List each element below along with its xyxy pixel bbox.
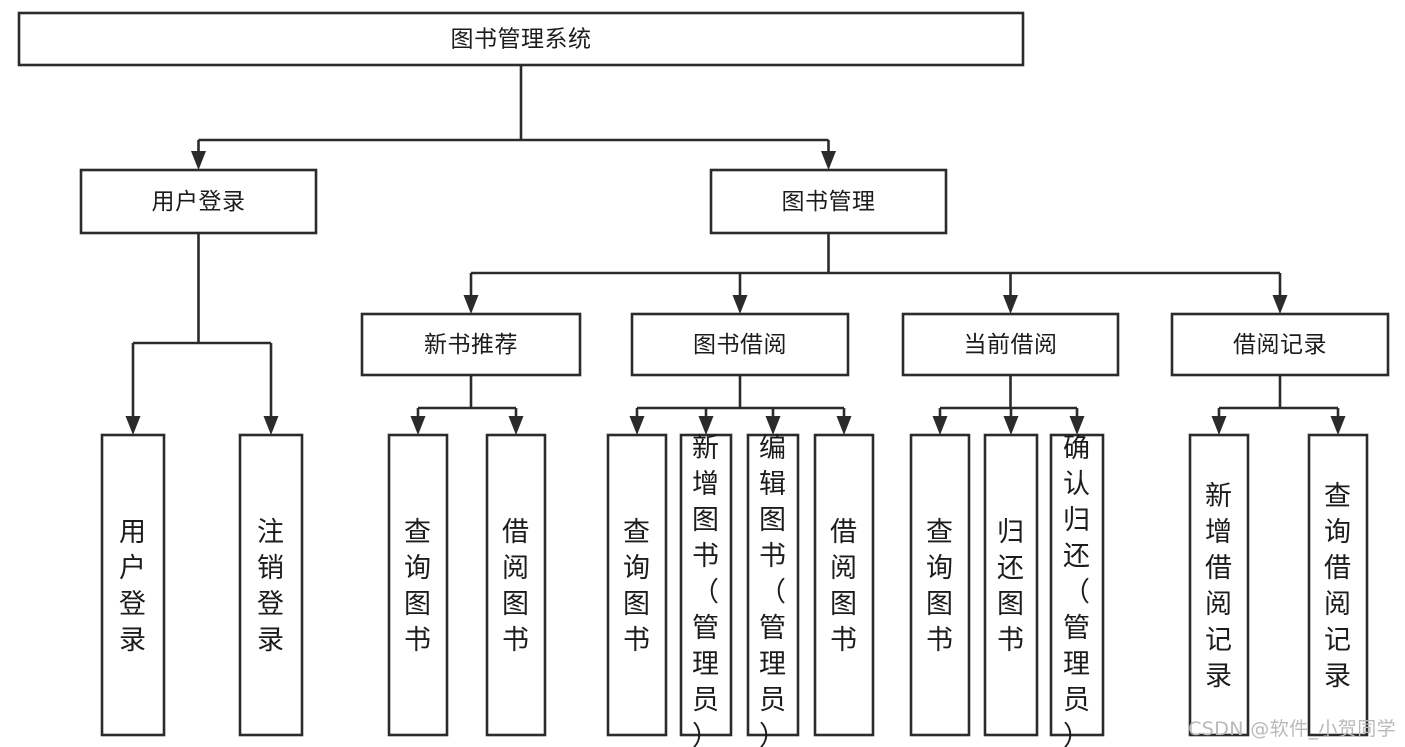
node-leaf-8-label: 查询图书	[926, 517, 954, 656]
node-l3-1-rect[interactable]	[630, 312, 850, 377]
node-l3-3[interactable]: 借阅记录	[1170, 312, 1390, 377]
node-leaf-11[interactable]: 新增借阅记录	[1188, 433, 1250, 737]
conn-login-leaf-1-arrowhead	[263, 416, 279, 435]
conn-l3-3-leaf-1-arrowhead	[1330, 416, 1346, 435]
conn-books-child-2-arrowhead	[1003, 295, 1018, 314]
node-leaf-5-label: 新增图书（管理员）	[692, 433, 720, 747]
node-leaf-6[interactable]: 编辑图书（管理员）	[746, 433, 800, 747]
node-leaf-7-rect[interactable]	[813, 433, 875, 737]
conn-books-child-1-arrowhead	[732, 295, 748, 314]
conn-l3-2-leaf-0-arrowhead	[932, 416, 948, 435]
node-leaf-9[interactable]: 归还图书	[983, 433, 1039, 737]
node-l2-1-rect[interactable]	[709, 168, 948, 235]
node-leaf-12-rect[interactable]	[1307, 433, 1369, 737]
connector-layer	[125, 65, 1346, 435]
node-leaf-11-label: 新增借阅记录	[1205, 481, 1233, 692]
node-leaf-10-rect[interactable]	[1049, 433, 1105, 737]
node-leaf-5[interactable]: 新增图书（管理员）	[679, 433, 733, 747]
node-leaf-6-rect[interactable]	[746, 433, 800, 737]
conn-l3-1-leaf-0-arrowhead	[629, 416, 645, 435]
node-leaf-1-label: 注销登录	[257, 517, 285, 656]
node-l3-0[interactable]: 新书推荐	[360, 312, 582, 377]
node-leaf-7[interactable]: 借阅图书	[813, 433, 875, 737]
node-leaf-7-label: 借阅图书	[830, 517, 858, 656]
node-leaf-1[interactable]: 注销登录	[238, 433, 304, 737]
node-l2-0[interactable]: 用户登录	[79, 168, 318, 235]
conn-l3-0-leaf-0-arrowhead	[410, 416, 426, 435]
node-l3-3-label: 借阅记录	[1233, 332, 1327, 358]
node-leaf-12[interactable]: 查询借阅记录	[1307, 433, 1369, 737]
node-leaf-3-label: 借阅图书	[502, 517, 530, 656]
node-leaf-2[interactable]: 查询图书	[387, 433, 449, 737]
node-l3-2-label: 当前借阅	[964, 332, 1058, 358]
node-leaf-0-rect[interactable]	[100, 433, 166, 737]
node-leaf-8[interactable]: 查询图书	[909, 433, 971, 737]
conn-login-leaf-0-arrowhead	[125, 416, 141, 435]
node-leaf-4[interactable]: 查询图书	[606, 433, 668, 737]
node-leaf-9-rect[interactable]	[983, 433, 1039, 737]
node-l3-1[interactable]: 图书借阅	[630, 312, 850, 377]
node-leaf-9-label: 归还图书	[997, 517, 1025, 656]
node-leaf-0-label: 用户登录	[119, 517, 147, 656]
conn-l3-2-leaf-1-arrowhead	[1003, 416, 1019, 435]
node-root-system-rect[interactable]	[17, 11, 1025, 67]
node-l3-2-rect[interactable]	[901, 312, 1120, 377]
node-l2-0-label: 用户登录	[152, 189, 246, 215]
node-leaf-10[interactable]: 确认归还（管理员）	[1049, 433, 1105, 747]
conn-l3-2-leaf-2-arrowhead	[1069, 416, 1085, 435]
node-leaf-1-rect[interactable]	[238, 433, 304, 737]
node-leaf-2-label: 查询图书	[404, 517, 432, 656]
conn-root-child-1-arrowhead	[821, 151, 836, 170]
conn-l3-1-leaf-1-arrowhead	[698, 416, 714, 435]
node-layer: 图书管理系统用户登录图书管理新书推荐图书借阅当前借阅借阅记录用户登录注销登录查询…	[17, 11, 1390, 747]
node-leaf-3-rect[interactable]	[485, 433, 547, 737]
node-leaf-6-label: 编辑图书（管理员）	[759, 433, 787, 747]
node-l2-1-label: 图书管理	[782, 189, 876, 215]
conn-l3-3-leaf-0-arrowhead	[1211, 416, 1227, 435]
node-root-system[interactable]: 图书管理系统	[17, 11, 1025, 67]
node-leaf-3[interactable]: 借阅图书	[485, 433, 547, 737]
node-l3-1-label: 图书借阅	[693, 332, 787, 358]
conn-l3-1-leaf-2-arrowhead	[765, 416, 781, 435]
node-l3-3-rect[interactable]	[1170, 312, 1390, 377]
conn-root-child-0-arrowhead	[191, 151, 206, 170]
node-l3-0-rect[interactable]	[360, 312, 582, 377]
node-l2-0-rect[interactable]	[79, 168, 318, 235]
node-l3-0-label: 新书推荐	[424, 332, 518, 358]
node-leaf-5-rect[interactable]	[679, 433, 733, 737]
conn-l3-1-leaf-3-arrowhead	[836, 416, 852, 435]
node-leaf-10-label: 确认归还（管理员）	[1063, 433, 1091, 747]
node-leaf-11-rect[interactable]	[1188, 433, 1250, 737]
node-leaf-8-rect[interactable]	[909, 433, 971, 737]
conn-books-child-0-arrowhead	[463, 295, 479, 314]
conn-books-child-3-arrowhead	[1272, 295, 1288, 314]
node-l2-1[interactable]: 图书管理	[709, 168, 948, 235]
node-leaf-4-rect[interactable]	[606, 433, 668, 737]
node-leaf-0[interactable]: 用户登录	[100, 433, 166, 737]
node-root-system-label: 图书管理系统	[451, 27, 592, 53]
node-leaf-2-rect[interactable]	[387, 433, 449, 737]
node-leaf-12-label: 查询借阅记录	[1324, 481, 1352, 692]
conn-l3-0-leaf-1-arrowhead	[508, 416, 524, 435]
node-leaf-4-label: 查询图书	[623, 517, 651, 656]
node-l3-2[interactable]: 当前借阅	[901, 312, 1120, 377]
